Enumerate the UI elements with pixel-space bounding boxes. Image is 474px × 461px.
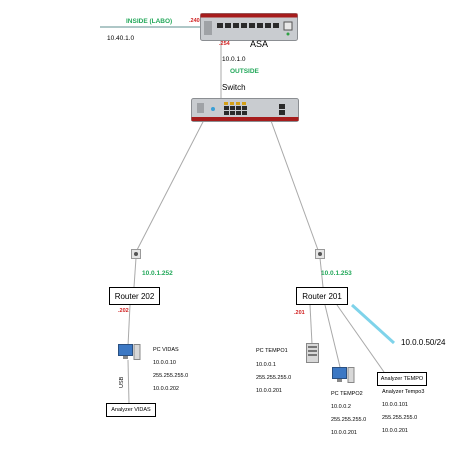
asa-outside-ip: .254 bbox=[219, 41, 230, 47]
connector-icon bbox=[131, 249, 141, 259]
router-202-lan-ip: .202 bbox=[118, 308, 129, 314]
inside-network-label: 10.40.1.0 bbox=[107, 35, 135, 42]
analyzer-tempo3-ip: 10.0.0.101 bbox=[382, 402, 408, 408]
asa-label: ASA bbox=[250, 39, 269, 49]
pc-tempo1-computer-icon[interactable] bbox=[306, 343, 319, 363]
router-201-label: Router 201 bbox=[302, 291, 342, 301]
pc-tempo1-ip: 10.0.0.1 bbox=[256, 362, 276, 368]
asa-firewall-icon[interactable] bbox=[200, 13, 298, 41]
router-202-label: Router 202 bbox=[114, 291, 155, 301]
pc-vidas-computer-icon[interactable] bbox=[118, 344, 142, 360]
pcvidas-analyzer-usb-link bbox=[127, 359, 130, 404]
pc-tempo2-mask: 255.255.255.0 bbox=[331, 417, 367, 423]
pc-tempo1-name: PC TEMPO1 bbox=[256, 348, 288, 354]
pc-tempo2-computer-icon[interactable] bbox=[332, 367, 356, 383]
analyzer-tempo[interactable]: Analyzer TEMPO bbox=[377, 372, 427, 386]
pc-vidas-mask: 255.255.255.0 bbox=[153, 373, 189, 379]
router-201-lan-ip: .201 bbox=[294, 310, 305, 316]
switch-router201-link bbox=[269, 117, 319, 251]
pc-vidas-name: PC VIDAS bbox=[153, 347, 179, 353]
switch-label: Switch bbox=[222, 83, 246, 92]
analyzer-tempo3-name: Analyzer Tempo3 bbox=[382, 389, 425, 395]
switch-router202-link bbox=[136, 117, 206, 251]
router202-uplink bbox=[133, 257, 137, 288]
usb-label: USB bbox=[119, 376, 125, 388]
router-201[interactable]: Router 201 bbox=[296, 287, 348, 305]
router-201-uplink-ip: 10.0.1.253 bbox=[321, 270, 352, 277]
switch-icon[interactable] bbox=[191, 98, 299, 122]
pc-vidas-ip: 10.0.0.10 bbox=[153, 360, 176, 366]
pc-tempo1-mask: 255.255.255.0 bbox=[256, 375, 292, 381]
analyzer-tempo-label: Analyzer TEMPO bbox=[380, 376, 424, 382]
analyzer-tempo3-mask: 255.255.255.0 bbox=[382, 415, 418, 421]
router-202-uplink-ip: 10.0.1.252 bbox=[142, 270, 173, 277]
router201-pctempo2-link bbox=[324, 304, 341, 368]
router-202[interactable]: Router 202 bbox=[109, 287, 160, 305]
asa-inside-ip: .240 bbox=[189, 18, 200, 24]
router202-pcvidas-link bbox=[127, 304, 131, 347]
router201-uplink bbox=[319, 257, 324, 288]
router201-pctempo1-link bbox=[309, 304, 313, 345]
remote-network-label: 10.0.0.50/24 bbox=[401, 338, 446, 347]
router201-analyzer-tempo-link bbox=[336, 304, 385, 373]
connector-icon bbox=[315, 249, 325, 259]
pc-tempo2-name: PC TEMPO2 bbox=[331, 391, 363, 397]
analyzer-vidas[interactable]: Analyzer VIDAS bbox=[106, 403, 156, 417]
outside-network-label: 10.0.1.0 bbox=[222, 56, 246, 63]
pc-tempo1-gateway: 10.0.0.201 bbox=[256, 388, 282, 394]
remote-net-link bbox=[350, 303, 396, 345]
analyzer-tempo3-gateway: 10.0.0.201 bbox=[382, 428, 408, 434]
pc-tempo2-ip: 10.0.0.2 bbox=[331, 404, 351, 410]
pc-vidas-gateway: 10.0.0.202 bbox=[153, 386, 179, 392]
analyzer-vidas-label: Analyzer VIDAS bbox=[111, 407, 151, 413]
inside-label: INSIDE (LABO) bbox=[126, 18, 173, 25]
outside-label: OUTSIDE bbox=[230, 68, 259, 75]
pc-tempo2-gateway: 10.0.0.201 bbox=[331, 430, 357, 436]
